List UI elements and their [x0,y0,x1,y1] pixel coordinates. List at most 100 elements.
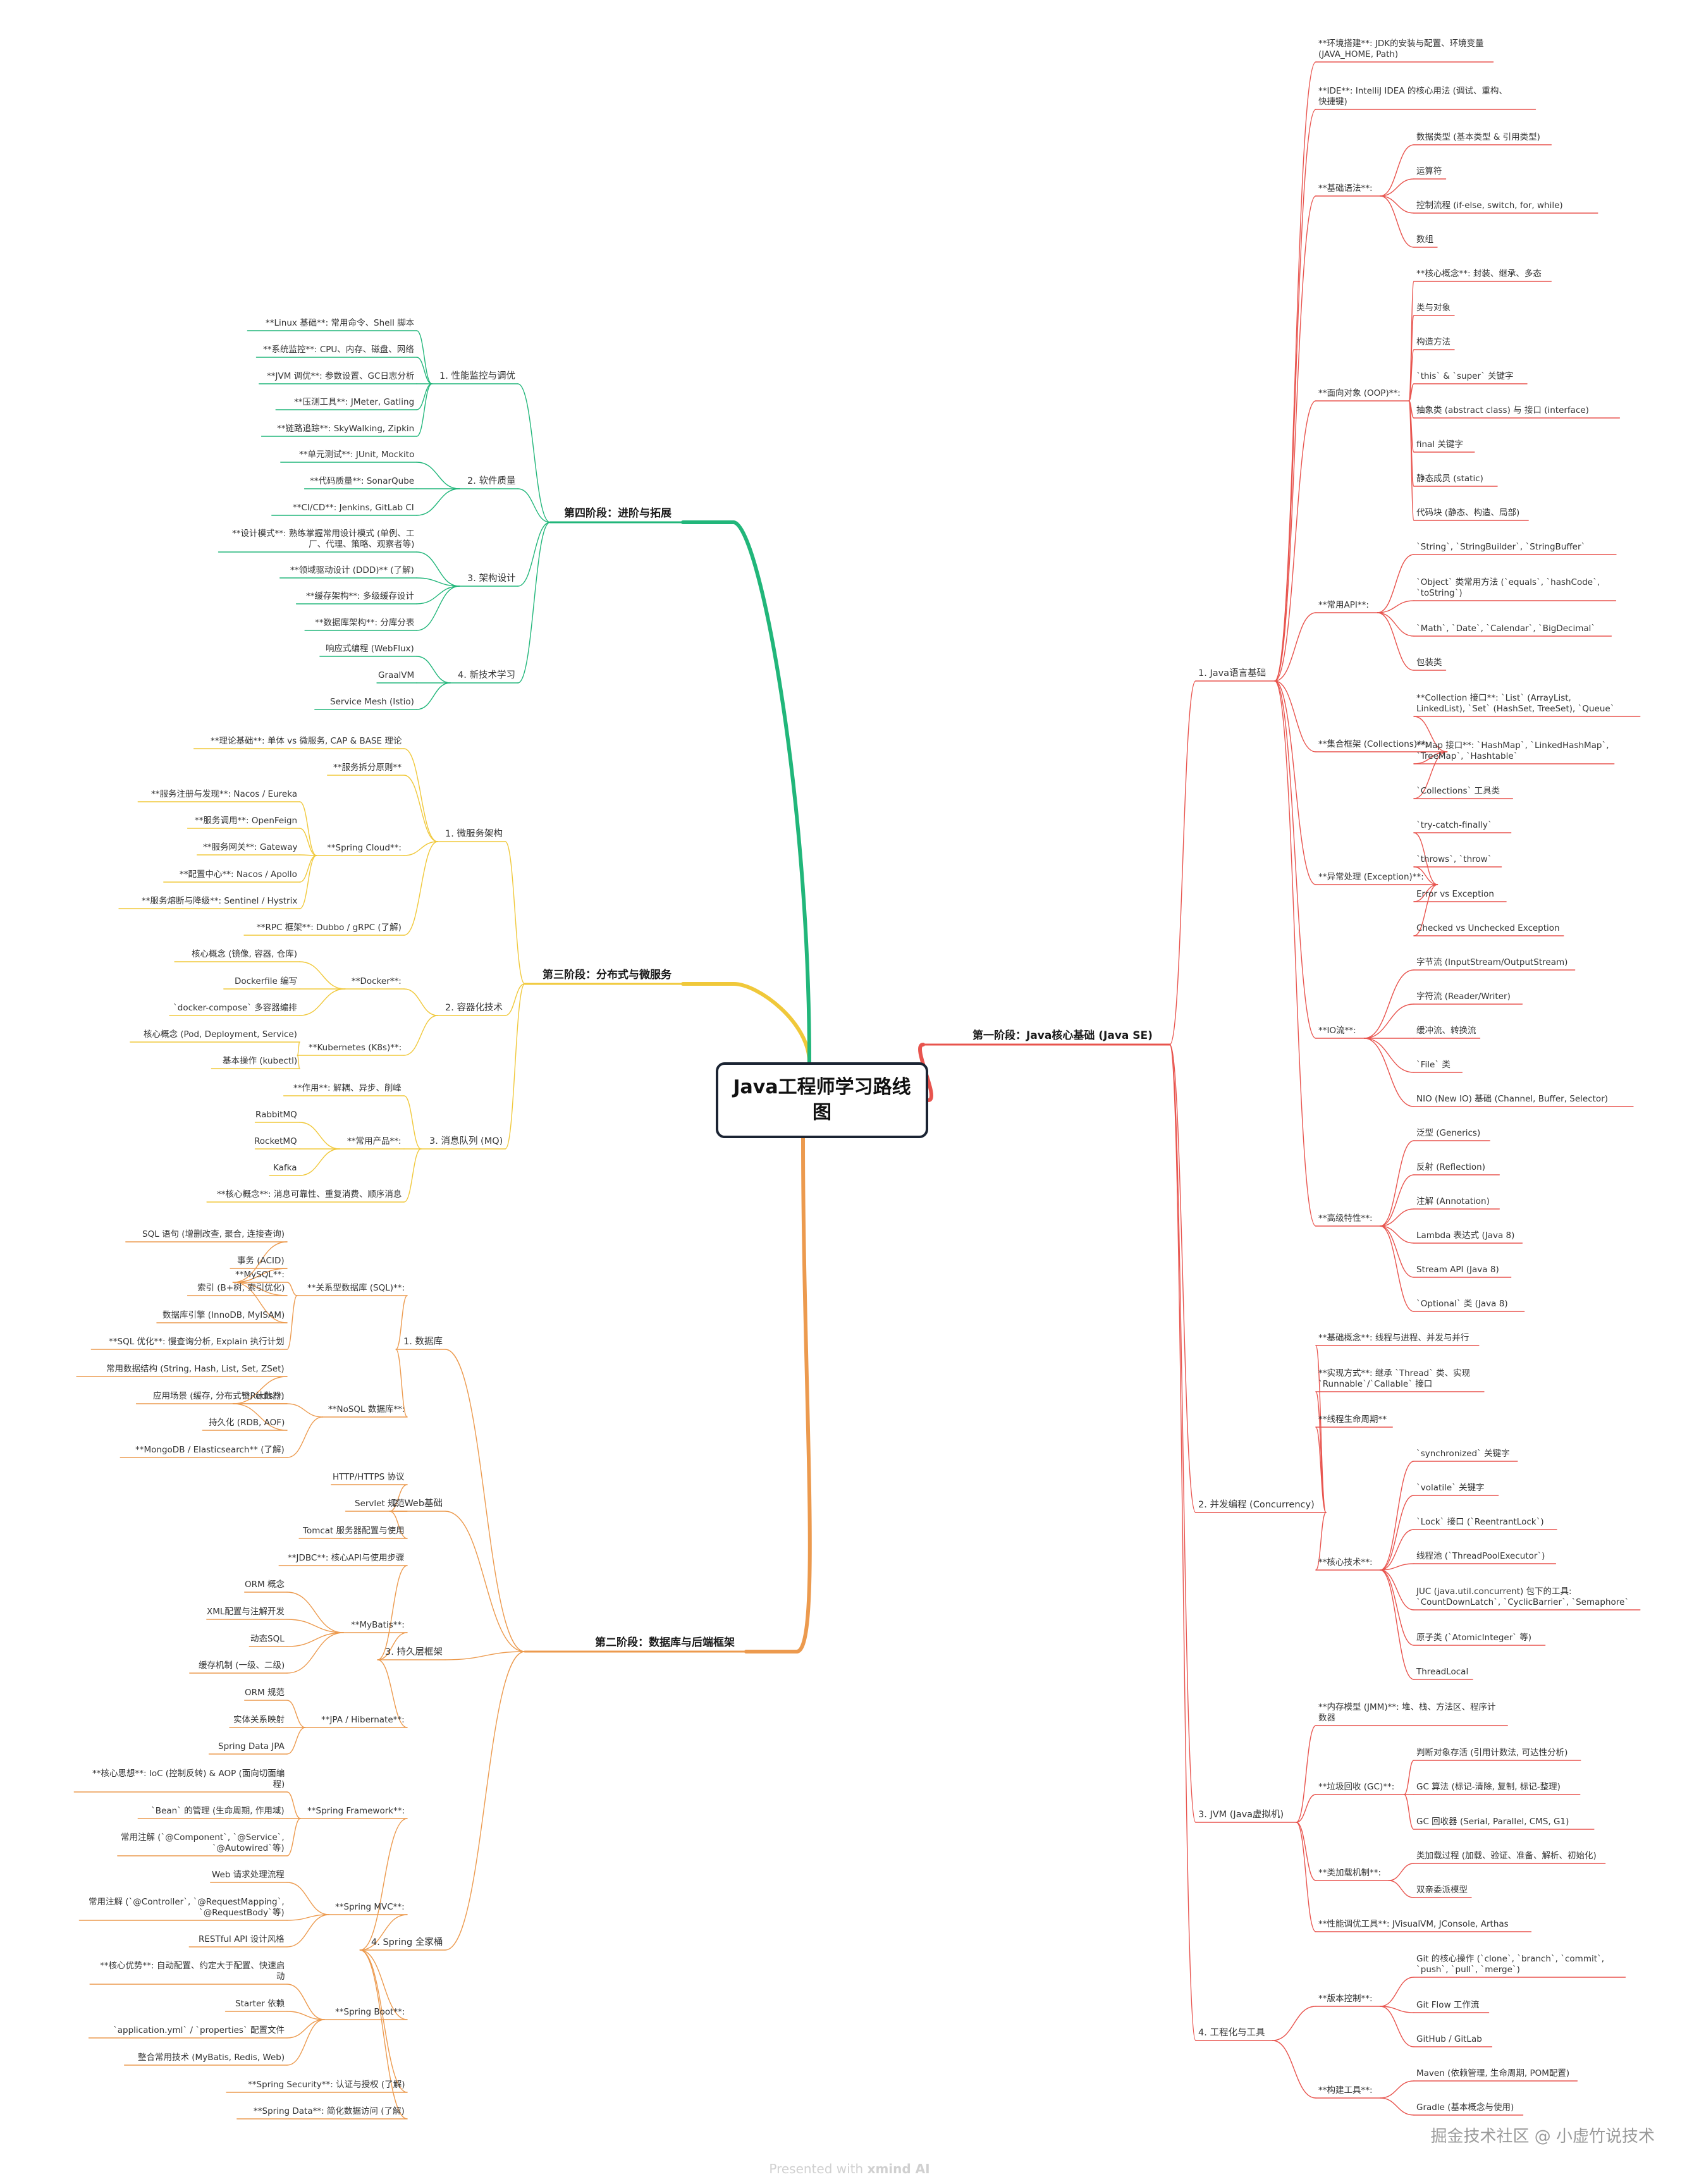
subtopic-node[interactable]: **基础概念**: 线程与进程、并发与并行 [1318,1333,1469,1343]
subtopic-node[interactable]: 常用数据结构 (String, Hash, List, Set, ZSet) [106,1364,285,1374]
subtopic-node[interactable]: `throws`, `throw` [1416,854,1492,864]
subtopic-node[interactable]: 常用注解 (`@Component`, `@Service`, `@Autowi… [121,1832,285,1853]
subtopic-node[interactable]: 字节流 (InputStream/OutputStream) [1416,957,1568,967]
subtopic-node[interactable]: **核心优势**: 自动配置、约定大于配置、快速启 动 [100,1961,285,1982]
topic-node[interactable]: 3. 持久层框架 [385,1647,443,1657]
subtopic-node[interactable]: **MongoDB / Elasticsearch** (了解) [135,1445,285,1455]
subtopic-node[interactable]: Dockerfile 编写 [235,976,298,986]
subtopic-node[interactable]: 数据库引擎 (InnoDB, MyISAM) [163,1310,285,1320]
subtopic-node[interactable]: **实现方式**: 继承 `Thread` 类、实现 `Runnable`/`C… [1318,1368,1471,1389]
subtopic-node[interactable]: 代码块 (静态、构造、局部) [1416,508,1520,518]
subtopic-node[interactable]: **核心思想**: IoC (控制反转) & AOP (面向切面编 程) [92,1769,285,1789]
subtopic-node[interactable]: **线程生命周期** [1318,1414,1387,1425]
subtopic-node[interactable]: ORM 规范 [245,1688,285,1698]
subtopic-node[interactable]: ORM 概念 [245,1580,285,1590]
subtopic-node[interactable]: 类与对象 [1416,303,1451,313]
branch-node[interactable]: 第二阶段：数据库与后端框架 [595,1636,735,1649]
subtopic-node[interactable]: **核心概念**: 封装、继承、多态 [1416,269,1542,279]
subtopic-node[interactable]: **基础语法**: [1318,183,1373,193]
topic-node[interactable]: 2. 并发编程 (Concurrency) [1198,1500,1315,1510]
subtopic-node[interactable]: **Spring MVC**: [335,1902,405,1912]
topic-node[interactable]: 2. 软件质量 [467,476,516,486]
subtopic-node[interactable]: RESTful API 设计风格 [199,1934,285,1944]
subtopic-node[interactable]: Checked vs Unchecked Exception [1416,923,1560,933]
subtopic-node[interactable]: **配置中心**: Nacos / Apollo [180,869,297,880]
subtopic-node[interactable]: Web 请求处理流程 [212,1870,285,1880]
subtopic-node[interactable]: **构建工具**: [1318,2085,1373,2095]
subtopic-node[interactable]: **类加载机制**: [1318,1868,1382,1878]
subtopic-node[interactable]: **服务调用**: OpenFeign [195,816,298,826]
subtopic-node[interactable]: `volatile` 关键字 [1416,1483,1485,1493]
subtopic-node[interactable]: `synchronized` 关键字 [1416,1449,1510,1459]
subtopic-node[interactable]: 索引 (B+树, 索引优化) [197,1283,285,1293]
subtopic-node[interactable]: 缓存机制 (一级、二级) [199,1660,285,1671]
subtopic-node[interactable]: Service Mesh (Istio) [330,697,414,707]
subtopic-node[interactable]: Servlet 规范 [355,1499,405,1509]
subtopic-node[interactable]: **JVM 调优**: 参数设置、GC日志分析 [267,371,415,381]
subtopic-node[interactable]: **IDE**: IntelliJ IDEA 的核心用法 (调试、重构、 快捷键… [1318,86,1507,107]
subtopic-node[interactable]: **面向对象 (OOP)**: [1318,388,1401,398]
root-node[interactable]: Java工程师学习路线 图 [716,1062,928,1138]
subtopic-node[interactable]: **数据库架构**: 分库分表 [315,618,415,628]
subtopic-node[interactable]: **核心概念**: 消息可靠性、重复消费、顺序消息 [217,1189,402,1199]
subtopic-node[interactable]: **JPA / Hibernate**: [321,1715,405,1725]
subtopic-node[interactable]: **服务注册与发现**: Nacos / Eureka [151,789,298,799]
subtopic-node[interactable]: `application.yml` / `properties` 配置文件 [113,2025,285,2035]
subtopic-node[interactable]: 原子类 (`AtomicInteger` 等) [1416,1633,1532,1643]
subtopic-node[interactable]: **CI/CD**: Jenkins, GitLab CI [293,503,414,513]
subtopic-node[interactable]: **Spring Data**: 简化数据访问 (了解) [254,2106,405,2116]
subtopic-node[interactable]: 类加载过程 (加载、验证、准备、解析、初始化) [1416,1851,1597,1861]
subtopic-node[interactable]: 事务 (ACID) [237,1256,285,1266]
subtopic-node[interactable]: 线程池 (`ThreadPoolExecutor`) [1416,1551,1545,1561]
subtopic-node[interactable]: **版本控制**: [1318,1994,1373,2004]
subtopic-node[interactable]: 核心概念 (镜像, 容器, 仓库) [192,949,297,959]
subtopic-node[interactable]: **领域驱动设计 (DDD)** (了解) [290,565,414,575]
subtopic-node[interactable]: 运算符 [1416,166,1442,176]
subtopic-node[interactable]: final 关键字 [1416,439,1463,450]
subtopic-node[interactable]: Git 的核心操作 (`clone`, `branch`, `commit`, … [1416,1954,1605,1975]
subtopic-node[interactable]: **Kubernetes (K8s)**: [309,1043,402,1053]
subtopic-node[interactable]: **MySQL**: [235,1270,285,1280]
subtopic-node[interactable]: 双亲委派模型 [1416,1885,1468,1895]
topic-node[interactable]: 4. 工程化与工具 [1198,2028,1265,2038]
subtopic-node[interactable]: 应用场景 (缓存, 分布式锁, 计数器) [153,1391,285,1401]
subtopic-node[interactable]: **链路追踪**: SkyWalking, Zipkin [277,424,415,434]
topic-node[interactable]: 4. 新技术学习 [458,670,515,680]
subtopic-node[interactable]: **Collection 接口**: `List` (ArrayList, Li… [1416,693,1615,714]
subtopic-node[interactable]: **Spring Boot**: [335,2007,405,2017]
topic-node[interactable]: 3. 消息队列 (MQ) [429,1136,503,1146]
subtopic-node[interactable]: **常用API**: [1318,600,1369,610]
subtopic-node[interactable]: **压测工具**: JMeter, Gatling [294,397,415,407]
subtopic-node[interactable]: `Collections` 工具类 [1416,786,1500,796]
subtopic-node[interactable]: 字符流 (Reader/Writer) [1416,991,1511,1002]
subtopic-node[interactable]: **Spring Framework**: [307,1806,405,1816]
subtopic-node[interactable]: `try-catch-finally` [1416,820,1492,830]
subtopic-node[interactable]: `this` & `super` 关键字 [1416,371,1514,381]
subtopic-node[interactable]: **设计模式**: 熟练掌握常用设计模式 (单例、工 厂、代理、策略、观察者等) [232,529,415,549]
subtopic-node[interactable]: **JDBC**: 核心API与使用步骤 [288,1553,405,1563]
subtopic-node[interactable]: RabbitMQ [255,1110,297,1120]
subtopic-node[interactable]: 动态SQL [250,1634,285,1644]
subtopic-node[interactable]: Gradle (基本概念与使用) [1416,2102,1514,2113]
topic-node[interactable]: 2. 容器化技术 [445,1003,503,1013]
subtopic-node[interactable]: 反射 (Reflection) [1416,1162,1485,1172]
subtopic-node[interactable]: **Spring Security**: 认证与授权 (了解) [248,2080,405,2090]
subtopic-node[interactable]: GC 回收器 (Serial, Parallel, CMS, G1) [1416,1817,1569,1827]
subtopic-node[interactable]: **集合框架 (Collections)**: [1318,739,1429,749]
subtopic-node[interactable]: Tomcat 服务器配置与使用 [303,1526,405,1536]
subtopic-node[interactable]: GraalVM [378,670,415,680]
subtopic-node[interactable]: **环境搭建**: JDK的安装与配置、环境变量 (JAVA_HOME, Pat… [1318,39,1484,59]
subtopic-node[interactable]: 核心概念 (Pod, Deployment, Service) [144,1029,297,1040]
subtopic-node[interactable]: **IO流**: [1318,1026,1356,1036]
subtopic-node[interactable]: RocketMQ [254,1136,297,1146]
branch-node[interactable]: 第四阶段：进阶与拓展 [564,507,672,520]
subtopic-node[interactable]: 整合常用技术 (MyBatis, Redis, Web) [138,2052,285,2063]
topic-node[interactable]: 1. Java语言基础 [1198,668,1267,678]
subtopic-node[interactable]: JUC (java.util.concurrent) 包下的工具: `Count… [1416,1586,1629,1607]
subtopic-node[interactable]: Spring Data JPA [218,1741,285,1751]
subtopic-node[interactable]: **Map 接口**: `HashMap`, `LinkedHashMap`, … [1416,740,1609,761]
subtopic-node[interactable]: **性能调优工具**: JVisualVM, JConsole, Arthas [1318,1919,1509,1929]
subtopic-node[interactable]: **服务拆分原则** [333,763,402,773]
subtopic-node[interactable]: **常用产品**: [347,1136,402,1146]
subtopic-node[interactable]: **高级特性**: [1318,1213,1373,1224]
